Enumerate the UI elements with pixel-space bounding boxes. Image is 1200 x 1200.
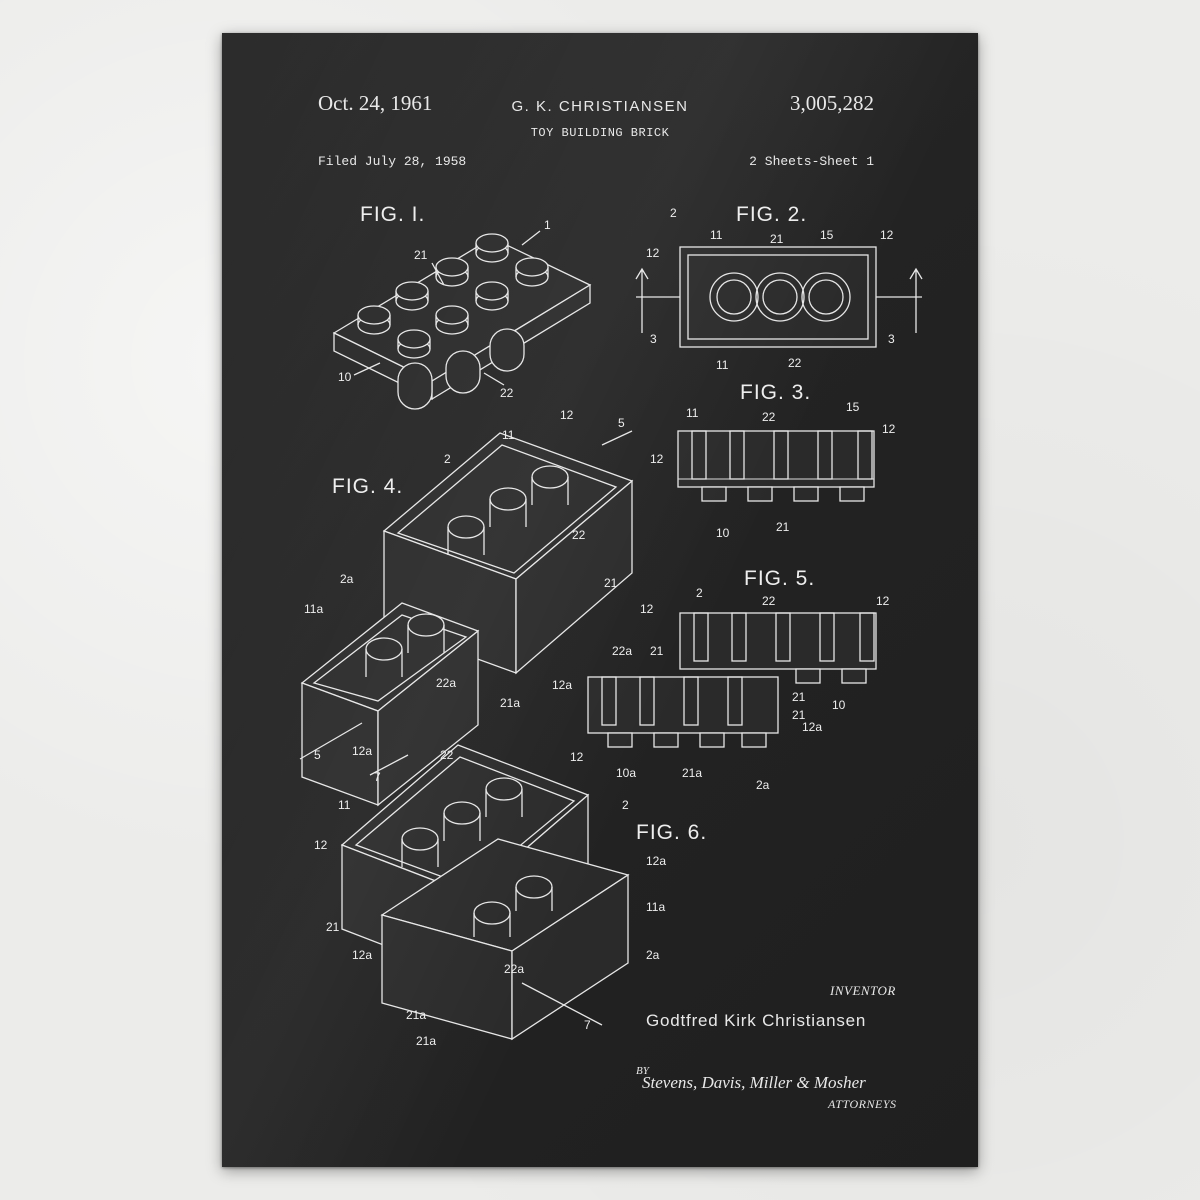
fig3-label: FIG. 3.: [740, 381, 811, 404]
svg-text:12a: 12a: [352, 948, 372, 962]
fig6-drawing: FIG. 6. 7 22 12 11 2 12 12a 11a 21 12a 2…: [314, 744, 707, 1048]
attorney-signature: Stevens, Davis, Miller & Mosher: [642, 1073, 866, 1092]
svg-text:12a: 12a: [552, 678, 572, 692]
svg-text:12a: 12a: [352, 744, 372, 758]
svg-text:21a: 21a: [406, 1008, 426, 1022]
patent-date: Oct. 24, 1961: [318, 91, 433, 115]
svg-text:12: 12: [640, 602, 654, 616]
svg-text:12: 12: [560, 408, 574, 422]
fig6-label: FIG. 6.: [636, 821, 707, 844]
svg-text:11: 11: [338, 798, 351, 812]
svg-text:11: 11: [710, 228, 723, 242]
svg-text:12: 12: [882, 422, 896, 436]
svg-text:22a: 22a: [436, 676, 456, 690]
fig1-label: FIG. I.: [360, 203, 425, 226]
svg-text:21: 21: [770, 232, 784, 246]
svg-text:10: 10: [716, 526, 730, 540]
svg-text:12: 12: [876, 594, 890, 608]
svg-text:2: 2: [670, 206, 677, 220]
svg-text:22: 22: [572, 528, 586, 542]
svg-text:2: 2: [444, 452, 451, 466]
svg-text:2a: 2a: [340, 572, 354, 586]
fig5-label: FIG. 5.: [744, 567, 815, 590]
svg-text:22: 22: [440, 748, 454, 762]
svg-text:12: 12: [570, 750, 584, 764]
fig4-label: FIG. 4.: [332, 475, 403, 498]
svg-text:12a: 12a: [802, 720, 822, 734]
patent-poster: Oct. 24, 1961 G. K. CHRISTIANSEN 3,005,2…: [222, 33, 978, 1167]
svg-text:2a: 2a: [646, 948, 660, 962]
patent-drawing: FIG. I. 21 1 10 22: [299, 203, 923, 1048]
fig3-drawing: FIG. 3. 11 22 15 12 12 10 21: [650, 381, 896, 540]
svg-text:12: 12: [314, 838, 328, 852]
fig2-label: FIG. 2.: [736, 203, 807, 226]
svg-text:15: 15: [846, 400, 860, 414]
svg-text:12: 12: [646, 246, 660, 260]
svg-text:10: 10: [832, 698, 846, 712]
svg-text:21: 21: [604, 576, 618, 590]
attorneys-label: ATTORNEYS: [828, 1097, 897, 1111]
fig2-drawing: FIG. 2. 2 12 11 21 15 12 3 3 11 22: [635, 203, 923, 372]
svg-text:21a: 21a: [500, 696, 520, 710]
svg-text:7: 7: [584, 1018, 591, 1032]
svg-text:1: 1: [544, 218, 551, 232]
svg-text:21: 21: [792, 708, 806, 722]
svg-text:22: 22: [788, 356, 802, 370]
svg-text:21: 21: [650, 644, 664, 658]
patent-number: 3,005,282: [790, 91, 874, 115]
svg-text:12: 12: [650, 452, 664, 466]
svg-text:12: 12: [880, 228, 894, 242]
fig5-drawing: FIG. 5. 2 22 12 12 22a 21 12a 21: [552, 567, 890, 792]
svg-text:22a: 22a: [504, 962, 524, 976]
svg-text:2: 2: [696, 586, 703, 600]
svg-text:3: 3: [650, 332, 657, 346]
svg-text:21: 21: [776, 520, 790, 534]
svg-text:10: 10: [338, 370, 352, 384]
inventor-name: Godtfred Kirk Christiansen: [646, 1011, 867, 1030]
sheet-count: 2 Sheets-Sheet 1: [749, 154, 874, 169]
svg-text:7: 7: [374, 770, 381, 784]
svg-text:21: 21: [414, 248, 428, 262]
patent-title: TOY BUILDING BRICK: [530, 126, 670, 140]
svg-text:22: 22: [762, 410, 776, 424]
svg-text:21: 21: [326, 920, 340, 934]
svg-text:11: 11: [716, 358, 729, 372]
svg-text:22: 22: [762, 594, 776, 608]
filed-date: Filed July 28, 1958: [318, 154, 467, 169]
svg-text:10a: 10a: [616, 766, 636, 780]
by-label: BY: [636, 1065, 649, 1077]
svg-text:5: 5: [618, 416, 625, 430]
svg-text:11: 11: [502, 428, 515, 442]
patent-inventor-header: G. K. CHRISTIANSEN: [511, 98, 689, 115]
svg-text:3: 3: [888, 332, 895, 346]
svg-text:2a: 2a: [756, 778, 770, 792]
svg-text:21a: 21a: [416, 1034, 436, 1048]
fig4-drawing: FIG. 4. 2 11 12 5 22 21 2a 11a 22a: [299, 408, 634, 807]
svg-text:21a: 21a: [682, 766, 702, 780]
svg-text:11a: 11a: [646, 900, 665, 914]
svg-text:12a: 12a: [646, 854, 666, 868]
svg-text:11a: 11a: [304, 602, 323, 616]
svg-text:5: 5: [314, 748, 321, 762]
inventor-label: INVENTOR: [830, 983, 896, 998]
svg-text:22: 22: [500, 386, 514, 400]
svg-text:15: 15: [820, 228, 834, 242]
svg-text:21: 21: [792, 690, 806, 704]
svg-text:2: 2: [622, 798, 629, 812]
fig1-drawing: FIG. I. 21 1 10 22: [332, 203, 592, 410]
svg-text:11: 11: [686, 406, 699, 420]
svg-text:22a: 22a: [612, 644, 632, 658]
